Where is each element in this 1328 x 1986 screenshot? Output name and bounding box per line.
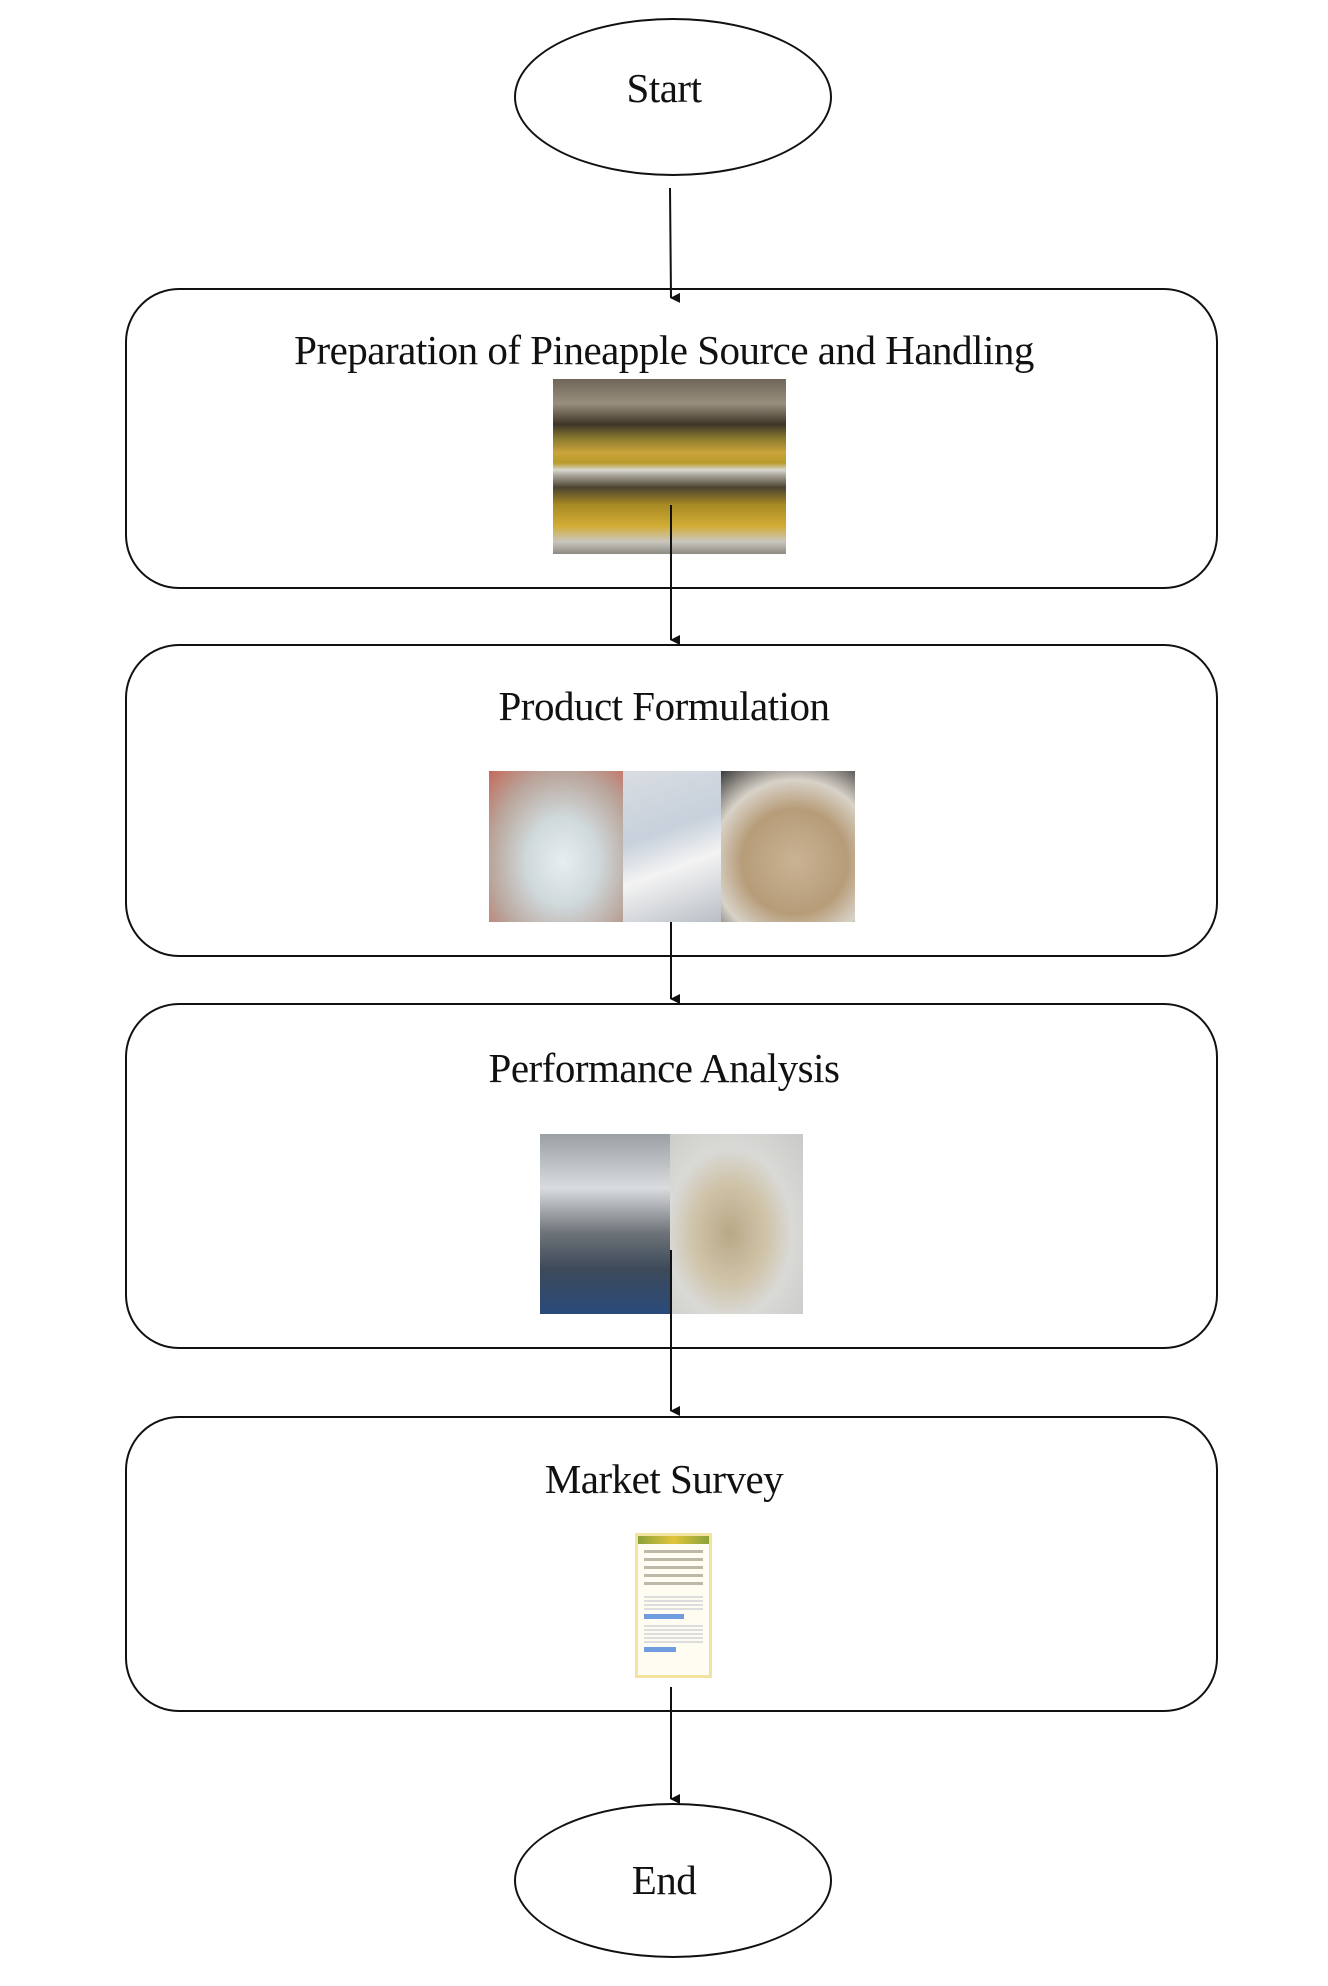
step-title-formulation: Product Formulation xyxy=(498,683,830,729)
start-label: Start xyxy=(626,65,702,111)
analysis-sample-photo xyxy=(670,1134,803,1314)
arrow-start-to-preparation xyxy=(669,187,681,303)
formulation-photo-2 xyxy=(623,771,721,922)
step-title-survey: Market Survey xyxy=(544,1456,784,1502)
analysis-equipment-photo xyxy=(540,1134,670,1314)
step-title-analysis: Performance Analysis xyxy=(488,1045,840,1091)
formulation-photo-1 xyxy=(489,771,623,922)
start-terminal xyxy=(514,18,832,176)
end-terminal xyxy=(514,1803,832,1958)
step-title-preparation: Preparation of Pineapple Source and Hand… xyxy=(294,327,1034,373)
end-label: End xyxy=(631,1857,697,1903)
formulation-photo-3 xyxy=(721,771,855,922)
survey-form-thumbnail xyxy=(635,1533,712,1678)
pineapple-trays-photo xyxy=(553,379,786,554)
